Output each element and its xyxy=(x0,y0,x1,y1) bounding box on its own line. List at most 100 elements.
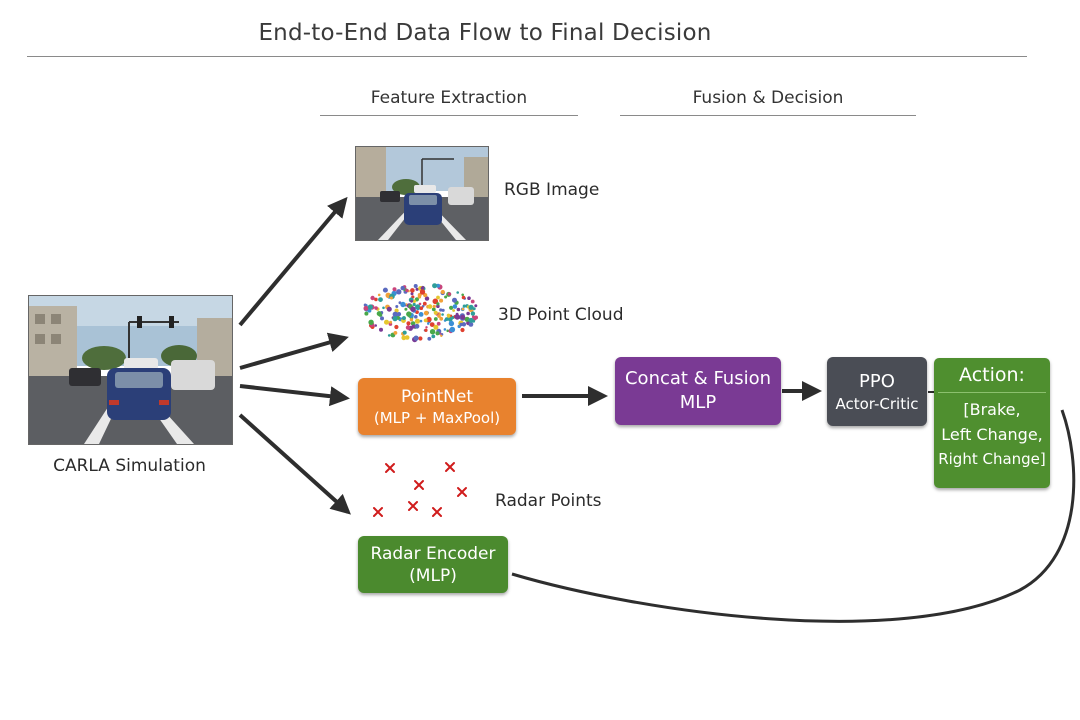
point-cloud-dot xyxy=(436,321,441,326)
point-cloud-dot xyxy=(439,298,444,303)
point-cloud-dot xyxy=(414,323,420,329)
point-cloud-dot xyxy=(384,319,389,325)
point-cloud-dot xyxy=(410,299,413,303)
point-cloud-dot xyxy=(404,335,410,340)
point-cloud-dot xyxy=(418,302,422,306)
point-cloud-dot xyxy=(393,331,398,335)
point-cloud-dot xyxy=(422,301,427,306)
point-cloud-dot xyxy=(387,334,391,337)
point-cloud-dot xyxy=(419,319,423,323)
point-cloud-dot xyxy=(433,317,438,321)
action-option-right-change: Right Change] xyxy=(938,450,1046,468)
point-cloud-dot xyxy=(413,284,418,288)
point-cloud-dot xyxy=(432,304,436,308)
point-cloud-dot xyxy=(382,306,385,310)
point-cloud-dot xyxy=(446,329,449,333)
point-cloud-dot xyxy=(440,334,443,337)
point-cloud-dot xyxy=(452,309,455,312)
point-cloud-dot xyxy=(468,304,474,310)
point-cloud-dot xyxy=(433,324,439,330)
point-cloud-dot xyxy=(435,331,440,336)
point-cloud-dot xyxy=(380,316,384,321)
point-cloud-dot xyxy=(456,307,461,312)
point-cloud-dot xyxy=(400,285,405,291)
point-cloud-dot xyxy=(444,317,449,321)
point-cloud-dot xyxy=(437,314,441,318)
point-cloud-dot xyxy=(377,293,381,297)
point-cloud-dot xyxy=(414,297,419,302)
point-cloud-dot xyxy=(406,321,411,326)
point-cloud-dot xyxy=(423,318,428,323)
rgb-image xyxy=(355,146,489,241)
point-cloud-dot xyxy=(364,311,369,316)
point-cloud-dot xyxy=(432,283,438,289)
point-cloud-dot xyxy=(436,283,441,288)
pointnet-subtitle: (MLP + MaxPool) xyxy=(373,408,501,427)
point-cloud-dot xyxy=(467,296,471,300)
title-divider xyxy=(27,56,1027,57)
connector-radar-to-action xyxy=(511,409,1076,623)
point-cloud-dot xyxy=(447,292,452,296)
point-cloud-dots xyxy=(363,283,478,343)
point-cloud-dot xyxy=(429,329,436,335)
point-cloud-dot xyxy=(414,318,421,324)
point-cloud-dot xyxy=(427,322,430,325)
point-cloud-dot xyxy=(406,311,412,317)
point-cloud-dot xyxy=(378,297,383,302)
point-cloud-dot xyxy=(439,316,444,321)
point-cloud-dot xyxy=(454,314,461,320)
point-cloud-dot xyxy=(415,304,421,310)
point-cloud-dot xyxy=(441,308,445,312)
point-cloud-dot xyxy=(392,287,397,292)
radar-points-graphic xyxy=(373,462,467,517)
point-cloud-dot xyxy=(411,324,416,329)
point-cloud-dot xyxy=(370,295,375,301)
point-cloud-dot xyxy=(431,307,436,312)
action-divider xyxy=(938,392,1046,393)
concat-fusion-subtitle: MLP xyxy=(679,392,717,413)
point-cloud-dot xyxy=(368,319,374,325)
point-cloud-dot xyxy=(374,324,377,327)
point-cloud-dot xyxy=(470,299,475,304)
point-cloud-dot xyxy=(418,336,423,341)
point-cloud-dot xyxy=(392,316,398,322)
section-fusion-decision: Fusion & Decision xyxy=(692,88,844,108)
section-feature-extraction: Feature Extraction xyxy=(370,88,528,108)
point-cloud-dot xyxy=(436,302,440,306)
action-option-brake: [Brake, xyxy=(963,400,1021,419)
point-cloud-dot xyxy=(461,307,465,311)
ppo-subtitle: Actor-Critic xyxy=(835,394,919,413)
point-cloud-dot xyxy=(468,322,474,327)
point-cloud-dot xyxy=(382,287,388,293)
point-cloud-label: 3D Point Cloud xyxy=(498,305,624,325)
point-cloud-dot xyxy=(374,306,378,310)
ppo-block: PPO Actor-Critic xyxy=(827,357,927,426)
point-cloud-dot xyxy=(449,326,456,333)
point-cloud-dot xyxy=(427,336,432,341)
point-cloud-dot xyxy=(440,289,445,295)
point-cloud-dot xyxy=(447,316,453,322)
point-cloud-dot xyxy=(456,291,459,294)
point-cloud-dot xyxy=(363,303,367,307)
point-cloud-dot xyxy=(402,316,406,321)
point-cloud-dot xyxy=(395,305,399,308)
point-cloud-dot xyxy=(452,304,458,309)
point-cloud-dot xyxy=(447,314,451,318)
point-cloud-dot xyxy=(412,302,416,307)
arrow-carla-to-rgb xyxy=(238,196,348,327)
point-cloud-dot xyxy=(401,335,407,341)
arrow-carla-to-radar xyxy=(238,413,351,515)
point-cloud-dot xyxy=(396,312,402,317)
point-cloud-dot xyxy=(431,334,436,339)
point-cloud-dot xyxy=(409,318,414,322)
point-cloud-dot xyxy=(426,316,432,323)
point-cloud-dot xyxy=(405,288,409,293)
point-cloud-dot xyxy=(424,296,430,301)
point-cloud-dot xyxy=(444,295,448,299)
point-cloud-dot xyxy=(415,287,419,291)
point-cloud-dot xyxy=(376,311,382,317)
radar-encoder-subtitle: (MLP) xyxy=(409,565,457,586)
arrow-carla-to-pointnet xyxy=(239,384,350,407)
point-cloud-dot xyxy=(461,293,464,297)
point-cloud-dot xyxy=(367,304,373,310)
